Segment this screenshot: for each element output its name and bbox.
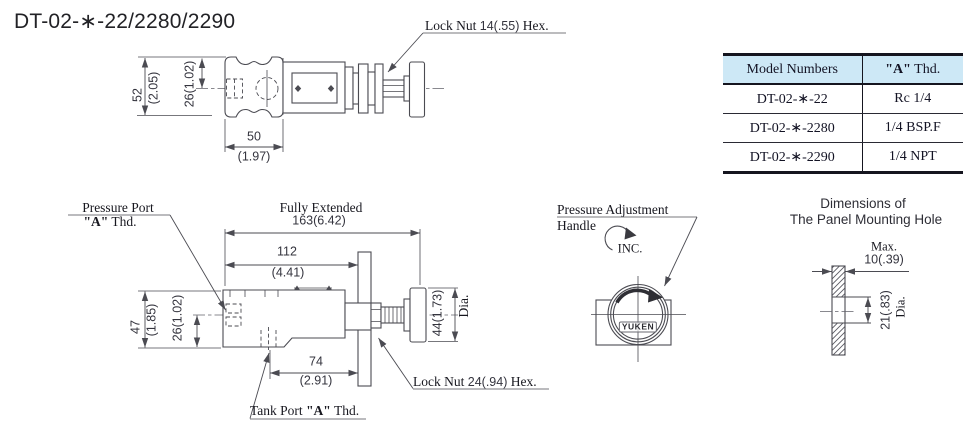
thread-cell: 1/4 NPT: [888, 149, 937, 164]
col-header-model-numbers: Model Numbers: [723, 54, 863, 85]
pressure-port-thread-label: "A" Thd.: [83, 213, 137, 229]
thread-cell: Rc 1/4: [862, 84, 963, 114]
dim-47: 47: [128, 320, 143, 334]
tank-port-label: Tank Port "A" Thd.: [250, 403, 360, 418]
model-number-cell: DT-02-∗-2280: [723, 113, 863, 143]
model-number-cell: DT-02-∗-22: [723, 84, 863, 114]
col-header-a-thread: "A" Thd.: [862, 54, 963, 85]
table-row: DT-02-∗-2280 1/4 BSP.F: [723, 113, 963, 143]
dim-44: 44(1.73): [430, 289, 445, 337]
dim-163: 163(6.42): [292, 213, 346, 228]
dim-26-side: 26(1.02): [170, 294, 185, 342]
table-row: DT-02-∗-2290 1/4 NPT: [723, 142, 963, 173]
pressure-port-a: "A": [83, 213, 109, 229]
tank-port-a: "A": [306, 403, 331, 418]
max-label: Max.: [870, 239, 898, 254]
tank-port-thd: Thd.: [330, 403, 360, 418]
pressure-port-label: Pressure Port: [82, 199, 154, 215]
table-row: DT-02-∗-22 Rc 1/4: [723, 84, 963, 114]
lock-nut-14-prefix: Lock Nut: [425, 18, 480, 33]
dim-21: 21(.83): [878, 290, 893, 330]
dia-label-panel: Dia.: [893, 296, 908, 318]
valve-top-view-drawing: [137, 32, 566, 152]
lock-nut-24-label: Lock Nut 24(.94) Hex.: [413, 374, 537, 389]
fully-extended-label: Fully Extended: [279, 199, 363, 215]
valve-side-view-drawing: [68, 214, 549, 420]
dim-74: 74: [309, 354, 323, 369]
dim-50: 50: [247, 129, 261, 144]
panel-hole-heading-line2: The Panel Mounting Hole: [789, 211, 943, 227]
inc-label: INC.: [617, 241, 643, 256]
lock-nut-24-suffix: Hex.: [507, 374, 537, 389]
lock-nut-24-prefix: Lock Nut: [413, 374, 468, 389]
lock-nut-24-value: 24(.94): [467, 375, 508, 389]
tank-port-prefix: Tank Port: [250, 403, 307, 418]
header-a: "A": [885, 61, 911, 77]
dia-label-side: Dia.: [455, 294, 471, 318]
panel-hole-heading-line1: Dimensions of: [820, 195, 906, 211]
pressure-adjustment-label: Pressure Adjustment: [557, 202, 669, 217]
dim-112: 112: [277, 244, 297, 259]
handle-front-view-drawing: [557, 216, 698, 362]
model-number-cell: DT-02-∗-2290: [723, 142, 863, 173]
page-title: DT-02-∗-22/2280/2290: [14, 10, 236, 33]
dim-26-top: 26(1.02): [182, 60, 197, 108]
dim-52: 52: [130, 88, 145, 102]
lock-nut-14-label: Lock Nut 14(.55) Hex.: [425, 18, 549, 33]
pressure-port-thd: Thd.: [108, 213, 137, 229]
dim-74-inch: (2.91): [299, 373, 333, 388]
dim-50-inch: (1.97): [237, 149, 271, 164]
dim-52-inch: (2.05): [146, 71, 161, 105]
table-header-row: Model Numbers "A" Thd.: [723, 54, 963, 85]
dim-10: 10(.39): [864, 252, 904, 267]
thread-cell: 1/4 BSP.F: [862, 113, 963, 143]
panel-mounting-hole-drawing: [812, 265, 909, 356]
thread-table: Model Numbers "A" Thd. DT-02-∗-22 Rc 1/4…: [723, 53, 963, 174]
header-thd: Thd.: [910, 61, 941, 77]
dim-112-inch: (4.41): [271, 265, 305, 280]
handle-label: Handle: [557, 218, 596, 233]
lock-nut-14-value: 14(.55): [479, 19, 520, 33]
yuken-logo: YUKEN: [618, 321, 658, 333]
lock-nut-14-suffix: Hex.: [519, 18, 549, 33]
dim-47-inch: (1.85): [144, 303, 159, 337]
